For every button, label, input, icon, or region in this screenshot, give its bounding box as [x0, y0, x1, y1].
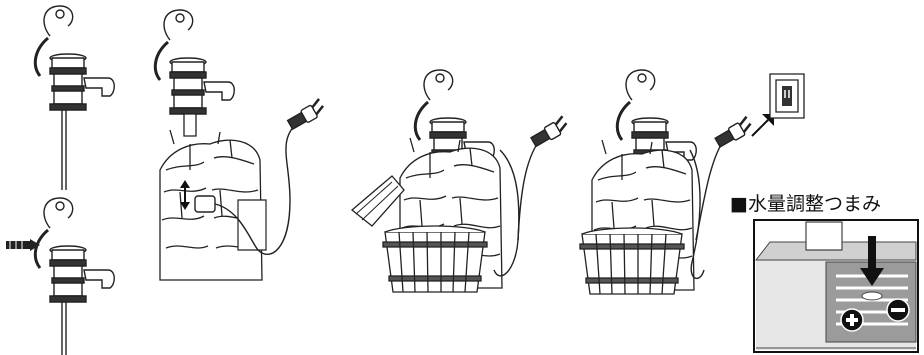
minus-icon [887, 299, 909, 321]
plus-icon [841, 309, 863, 331]
step-2-pump-on-base [153, 8, 328, 281]
flow-knob-detail [754, 220, 918, 352]
flow-knob-title: ■水量調整つまみ [730, 193, 881, 215]
up-down-arrow-icon [180, 180, 190, 210]
screw-icon [6, 239, 40, 251]
wall-outlet-icon [770, 74, 804, 118]
step-4-fountain-complete [579, 68, 804, 295]
step-3-insert-spout [352, 68, 572, 293]
down-arrow-icon [860, 236, 884, 286]
step-1-pump-assembly [6, 4, 116, 355]
